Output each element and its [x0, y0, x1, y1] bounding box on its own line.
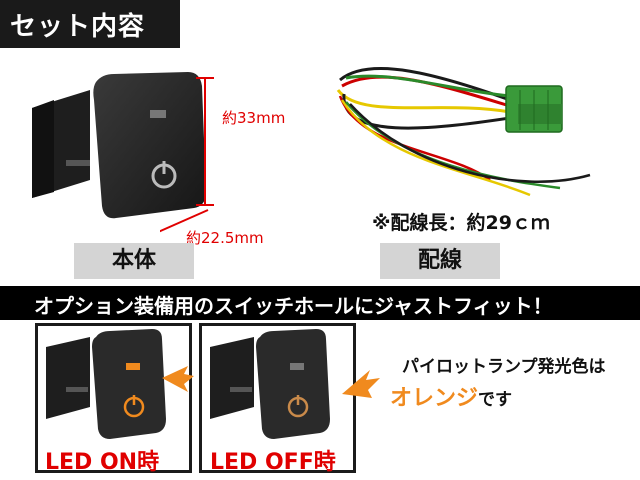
arrow-icon-on: [162, 366, 194, 392]
arrow-icon-note: [342, 370, 380, 398]
switch-led-off-image: [210, 329, 330, 439]
dimension-lines: [160, 77, 214, 233]
fit-banner-text: オプション装備用のスイッチホールにジャストフィット！: [34, 294, 553, 318]
wiring-caption: 配線: [380, 243, 500, 279]
fit-banner: [0, 286, 640, 320]
switch-led-on-image: [46, 329, 166, 439]
switch-main-image: [32, 72, 206, 219]
width-dimension: 約22.5mm: [186, 229, 264, 247]
led-off-label: LED OFF時: [210, 450, 336, 475]
pilot-lamp-color: オレンジです: [390, 380, 512, 412]
wire-length-note: ※配線長：約29ｃｍ: [372, 212, 550, 234]
header-bar: [0, 0, 180, 48]
note-suffix: です: [478, 390, 513, 410]
orange-highlight: オレンジ: [390, 386, 479, 411]
page-title: セット内容: [10, 12, 146, 42]
pilot-lamp-note: パイロットランプ発光色は: [402, 357, 606, 377]
wiring-harness-image: [336, 67, 591, 197]
height-dimension: 約33mm: [222, 109, 286, 127]
led-on-label: LED ON時: [45, 450, 160, 475]
body-caption: 本体: [74, 243, 194, 279]
